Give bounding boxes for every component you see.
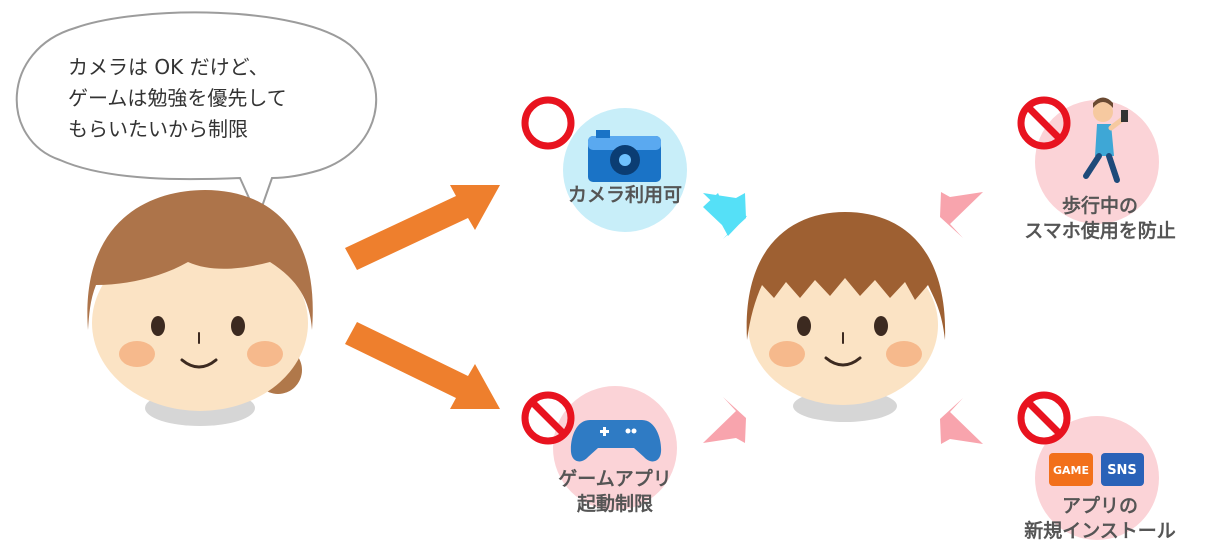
gamepad-icon <box>570 420 662 462</box>
speech-line: もらいたいから制限 <box>68 117 248 141</box>
speech-line: ゲームは勉強を優先して <box>68 86 287 110</box>
game-app-badge <box>1049 453 1093 486</box>
parent-arrow-to-camera <box>345 185 500 270</box>
speech-line: カメラは OK だけど、 <box>68 55 269 79</box>
child-arrow-to-install <box>940 398 983 444</box>
game-item <box>521 386 677 510</box>
game-label-line: ゲームアプリ <box>558 468 672 490</box>
camera-label-text: カメラ利用可 <box>567 184 682 206</box>
speech-bubble-text: カメラは OK だけど、 ゲームは勉強を優先して もらいたいから制限 <box>68 52 348 145</box>
prohibited-mark <box>1017 96 1071 150</box>
walking-label-line: スマホ使用を防止 <box>1024 220 1176 242</box>
app-store-icon: GAME SNS <box>1049 453 1144 486</box>
game-label-line: 起動制限 <box>576 493 653 515</box>
camera-label: カメラ利用可 <box>555 183 695 208</box>
walking-label-line: 歩行中の <box>1061 195 1138 217</box>
install-label-line: アプリの <box>1061 495 1138 517</box>
walking-with-phone-icon <box>1083 97 1128 183</box>
child-avatar <box>746 212 946 422</box>
sns-app-badge <box>1101 453 1144 486</box>
game-badge-text: GAME <box>1053 464 1089 477</box>
game-label: ゲームアプリ 起動制限 <box>545 467 685 517</box>
allowed-mark <box>521 96 575 150</box>
speech-bubble <box>15 11 377 221</box>
camera-item <box>521 96 687 232</box>
prohibited-mark <box>1017 391 1071 445</box>
install-item: GAME SNS <box>1017 391 1159 540</box>
child-arrow-to-camera <box>703 193 747 239</box>
camera-icon <box>588 130 661 182</box>
mother-avatar <box>87 190 313 426</box>
parent-arrow-to-game <box>345 322 500 409</box>
walking-item <box>1017 96 1159 224</box>
child-arrow-to-game <box>703 397 746 443</box>
walking-label: 歩行中の スマホ使用を防止 <box>1000 194 1200 244</box>
install-label: アプリの 新規インストール <box>1000 494 1200 544</box>
install-label-line: 新規インストール <box>1024 520 1176 542</box>
prohibited-mark <box>521 391 575 445</box>
sns-badge-text: SNS <box>1107 463 1137 478</box>
child-arrow-to-walking <box>940 192 983 238</box>
